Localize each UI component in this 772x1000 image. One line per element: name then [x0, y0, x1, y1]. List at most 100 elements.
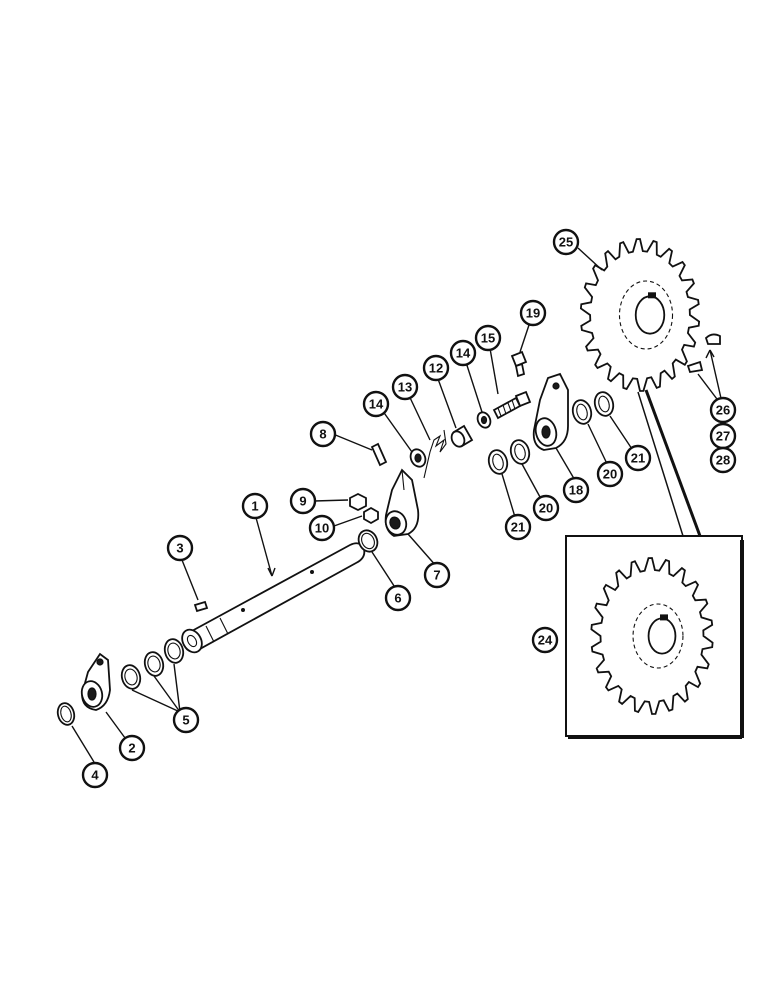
callout-circle	[118, 734, 146, 762]
spring-part-13	[423, 429, 447, 479]
callout-number: 21	[511, 520, 525, 535]
callout-circle	[423, 561, 451, 589]
callout-circle	[172, 706, 200, 734]
arm-part-2	[80, 652, 111, 711]
callout-number: 28	[716, 453, 730, 468]
ring-part-6	[357, 529, 379, 553]
arm-part-7	[384, 468, 420, 537]
callout-number: 14	[456, 346, 471, 361]
callout-number: 8	[319, 427, 326, 442]
callout-c20b: 20	[596, 460, 624, 488]
callout-number: 27	[716, 429, 730, 444]
nut-part-9	[349, 492, 367, 512]
callout-circle	[596, 460, 624, 488]
callout-circle	[166, 534, 194, 562]
callout-c20a: 20	[532, 494, 560, 522]
key-part-27	[686, 360, 704, 374]
sprocket-hub-ring	[632, 603, 684, 669]
callout-circle	[422, 354, 450, 382]
callout-circle	[531, 626, 559, 654]
callout-c2: 2	[118, 734, 146, 762]
callout-circle	[552, 228, 580, 256]
callout-c14a: 14	[362, 390, 390, 418]
callout-number: 3	[176, 541, 183, 556]
callout-number: 20	[603, 467, 617, 482]
callout-number: 2	[128, 741, 135, 756]
callout-c15: 15	[474, 324, 502, 352]
callout-number: 15	[481, 331, 495, 346]
washer-part-14-right	[476, 411, 492, 429]
sprocket-keyway	[648, 292, 656, 299]
callout-circle	[81, 761, 109, 789]
snap-ring-part-4	[56, 702, 76, 726]
callout-c21b: 21	[624, 444, 652, 472]
callout-c14b: 14	[449, 339, 477, 367]
callout-c8: 8	[309, 420, 337, 448]
callout-circle	[709, 446, 737, 474]
bolt-part-15	[492, 390, 532, 420]
callout-circle	[532, 494, 560, 522]
sprocket-25	[579, 238, 701, 392]
callout-number: 5	[182, 713, 189, 728]
callout-number: 24	[538, 633, 553, 648]
washer-part-21-center	[487, 449, 509, 475]
key-part-26	[704, 333, 721, 345]
sprocket-hub-ring	[618, 280, 674, 350]
washer-part-20-right	[571, 399, 593, 425]
callout-layer: 1234567891012131414151819202021212425262…	[81, 228, 737, 789]
callout-c3: 3	[166, 534, 194, 562]
callout-number: 21	[631, 451, 645, 466]
callout-circle	[562, 476, 590, 504]
pin-part-8	[370, 442, 388, 467]
sprocket-keyway	[660, 614, 668, 621]
callout-c28: 28	[709, 446, 737, 474]
callout-circle	[709, 396, 737, 424]
callout-number: 13	[398, 380, 412, 395]
nut-part-10	[363, 506, 379, 525]
washer-part-5-a	[120, 664, 142, 690]
callout-c21a: 21	[504, 513, 532, 541]
callout-circle	[308, 514, 336, 542]
callout-number: 9	[299, 494, 306, 509]
callout-c12: 12	[422, 354, 450, 382]
callout-c25: 25	[552, 228, 580, 256]
sprocket-24	[590, 557, 714, 715]
arm-part-18	[532, 372, 569, 451]
callout-number: 18	[569, 483, 583, 498]
callout-circle	[449, 339, 477, 367]
callout-number: 6	[394, 591, 401, 606]
callout-circle	[362, 390, 390, 418]
callout-number: 20	[539, 501, 553, 516]
callout-c5: 5	[172, 706, 200, 734]
callout-number: 10	[315, 521, 329, 536]
callout-circle	[384, 584, 412, 612]
callout-c10: 10	[308, 514, 336, 542]
callout-number: 12	[429, 361, 443, 376]
screw-part-19	[510, 350, 528, 378]
callout-circle	[624, 444, 652, 472]
callout-c9: 9	[289, 487, 317, 515]
callout-number: 26	[716, 403, 730, 418]
sprocket-bore	[647, 617, 677, 655]
callout-c13: 13	[391, 373, 419, 401]
washer-part-5-b	[143, 651, 165, 677]
callout-number: 4	[91, 768, 99, 783]
callout-c26: 26	[709, 396, 737, 424]
callout-c18: 18	[562, 476, 590, 504]
callout-c6: 6	[384, 584, 412, 612]
key-part-3	[193, 600, 209, 613]
callout-circle	[391, 373, 419, 401]
callout-circle	[504, 513, 532, 541]
sprocket-bore	[634, 295, 666, 335]
callout-circle	[241, 492, 269, 520]
callout-circle	[309, 420, 337, 448]
callout-c27: 27	[709, 422, 737, 450]
shaft-part-1	[181, 542, 366, 654]
callout-number: 7	[433, 568, 440, 583]
callout-circle	[474, 324, 502, 352]
callout-c19: 19	[519, 299, 547, 327]
callout-number: 25	[559, 235, 573, 250]
callout-c7: 7	[423, 561, 451, 589]
callout-number: 1	[251, 499, 258, 514]
